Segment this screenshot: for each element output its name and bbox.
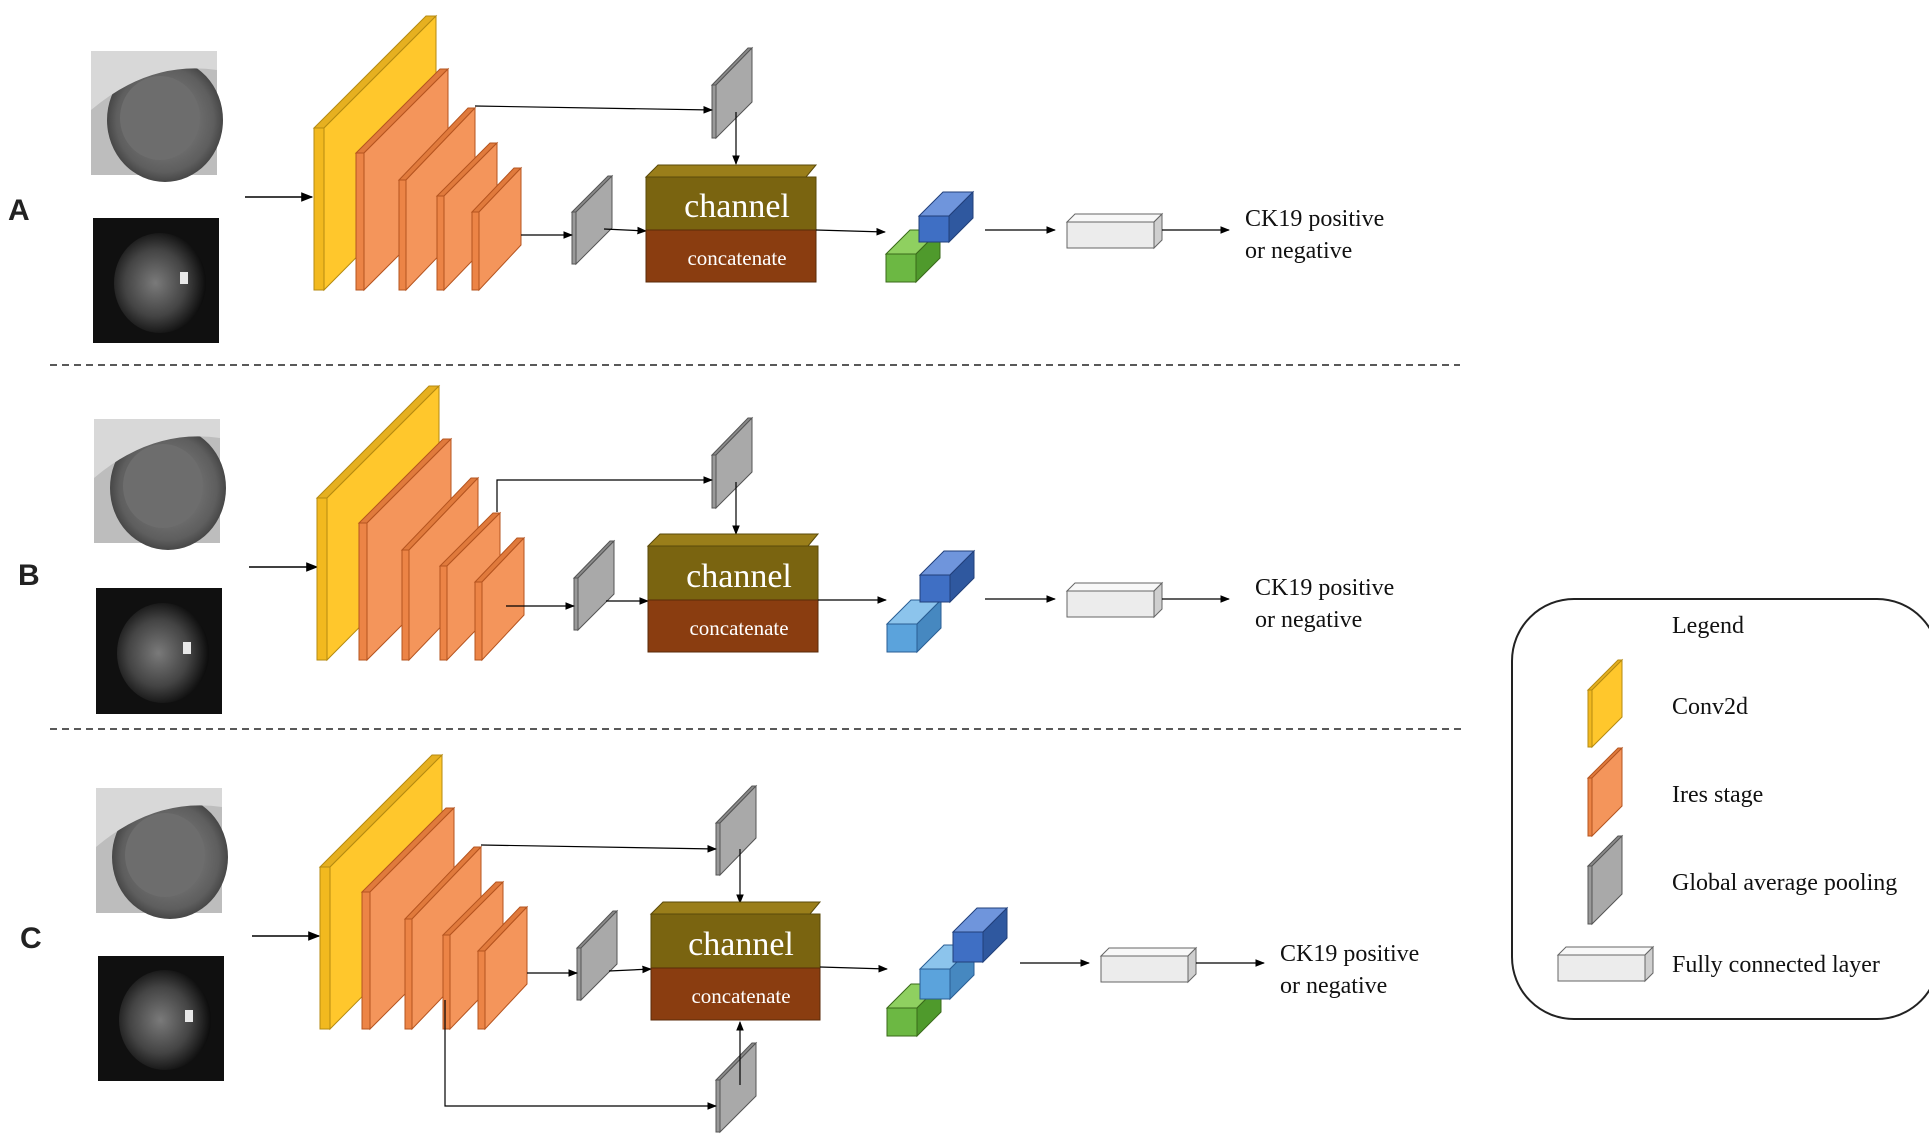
output-text-line1: CK19 positive xyxy=(1255,575,1394,601)
mri-dwi-image xyxy=(96,588,222,714)
gap-block-mid xyxy=(570,174,614,266)
blue-cube xyxy=(917,190,975,244)
mri-dwi-image xyxy=(98,956,224,1081)
gray-slab-icon xyxy=(1586,834,1624,926)
output-text-line1: CK19 positive xyxy=(1245,206,1384,232)
fully-connected-block xyxy=(1099,946,1198,984)
gap-block-mid xyxy=(575,909,619,1002)
panel-label: A xyxy=(8,194,30,227)
white-box-icon xyxy=(1556,945,1655,983)
ires-stage-block xyxy=(470,166,523,292)
skip-arrow-lower xyxy=(444,1000,717,1110)
concat-arrow xyxy=(819,964,888,973)
skip-arrow xyxy=(474,105,713,114)
panel-b: B xyxy=(18,384,1394,714)
legend-label-ires: Ires stage xyxy=(1672,782,1763,808)
gap-block-top xyxy=(710,46,754,140)
legend-label-conv2d: Conv2d xyxy=(1672,694,1748,720)
panel-c: C xyxy=(20,753,1419,1134)
channel-concatenate-block: channel concatenate xyxy=(649,901,822,1021)
ires-stage-block xyxy=(435,141,499,292)
feature-vector xyxy=(885,549,976,654)
output-text-line2: or negative xyxy=(1280,973,1387,999)
channel-label: channel xyxy=(684,188,790,225)
blue-cube xyxy=(918,549,976,604)
lightblue-cube xyxy=(885,598,943,654)
channel-concatenate-block: channel concatenate xyxy=(646,533,820,653)
legend-label-gap: Global average pooling xyxy=(1672,870,1897,896)
gap-block-top xyxy=(714,784,758,877)
mri-t2-image xyxy=(91,51,223,182)
gap-block-mid xyxy=(572,539,616,632)
channel-concatenate-block: channel concatenate xyxy=(644,164,818,283)
feature-vector xyxy=(885,906,1009,1038)
blue-cube xyxy=(951,906,1009,964)
fully-connected-block xyxy=(1065,212,1164,250)
concatenate-label: concatenate xyxy=(689,616,788,640)
output-text-line2: or negative xyxy=(1255,607,1362,633)
mri-t2-image xyxy=(96,788,228,919)
channel-label: channel xyxy=(688,926,794,963)
concatenate-label: concatenate xyxy=(687,246,786,270)
mri-dwi-image xyxy=(93,218,219,343)
legend-box: Legend Conv2d Ires stage Global average … xyxy=(1511,598,1929,1020)
fully-connected-block xyxy=(1065,581,1164,619)
yellow-slab-icon xyxy=(1586,658,1624,749)
panel-label: B xyxy=(18,559,40,592)
gap-to-concat-arrow xyxy=(603,226,647,235)
output-text-line2: or negative xyxy=(1245,238,1352,264)
gap-block-bottom xyxy=(714,1041,758,1134)
legend-title: Legend xyxy=(1672,613,1744,639)
panel-label: C xyxy=(20,922,42,955)
output-text-line1: CK19 positive xyxy=(1280,941,1419,967)
channel-label: channel xyxy=(686,558,792,595)
ires-stage-block xyxy=(473,536,526,662)
legend-label-fc: Fully connected layer xyxy=(1672,952,1880,978)
mri-t2-image xyxy=(94,419,226,550)
skip-arrow xyxy=(496,476,713,512)
panel-a: A xyxy=(8,14,1384,343)
concatenate-label: concatenate xyxy=(691,984,790,1008)
orange-slab-icon xyxy=(1586,746,1624,838)
feature-vector xyxy=(884,190,975,284)
ires-stage-block xyxy=(476,905,529,1031)
skip-arrow xyxy=(480,844,717,853)
gap-to-concat-arrow xyxy=(608,965,652,974)
concat-arrow xyxy=(815,227,886,236)
gap-block-top xyxy=(710,416,754,510)
